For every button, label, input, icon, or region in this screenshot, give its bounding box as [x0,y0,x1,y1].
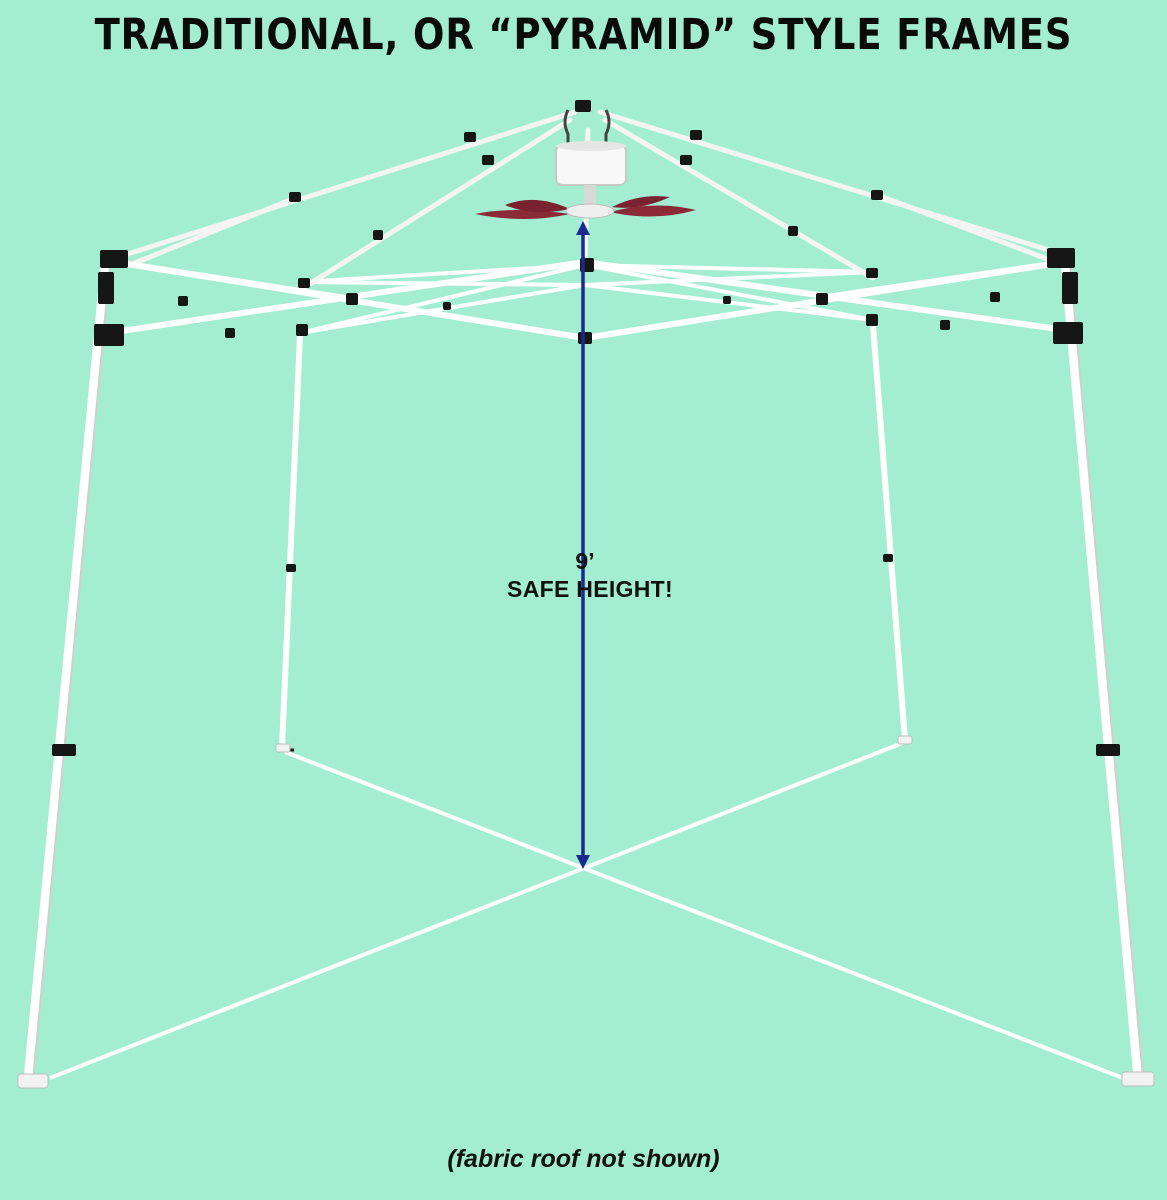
height-value-label: 9’ [575,548,595,574]
front-truss [114,259,1066,341]
fan-hooks [563,109,611,148]
back-legs [279,322,908,751]
safe-height-label: SAFE HEIGHT! [507,576,673,602]
caption: (fabric roof not shown) [447,1145,720,1173]
front-legs [23,257,1143,1085]
ground-lines [49,740,1129,1082]
rear-truss [299,263,874,335]
foot-plates [17,735,1155,1089]
page-title: TRADITIONAL, OR “PYRAMID” STYLE FRAMES [94,10,1073,60]
ceiling-fan [475,141,696,219]
